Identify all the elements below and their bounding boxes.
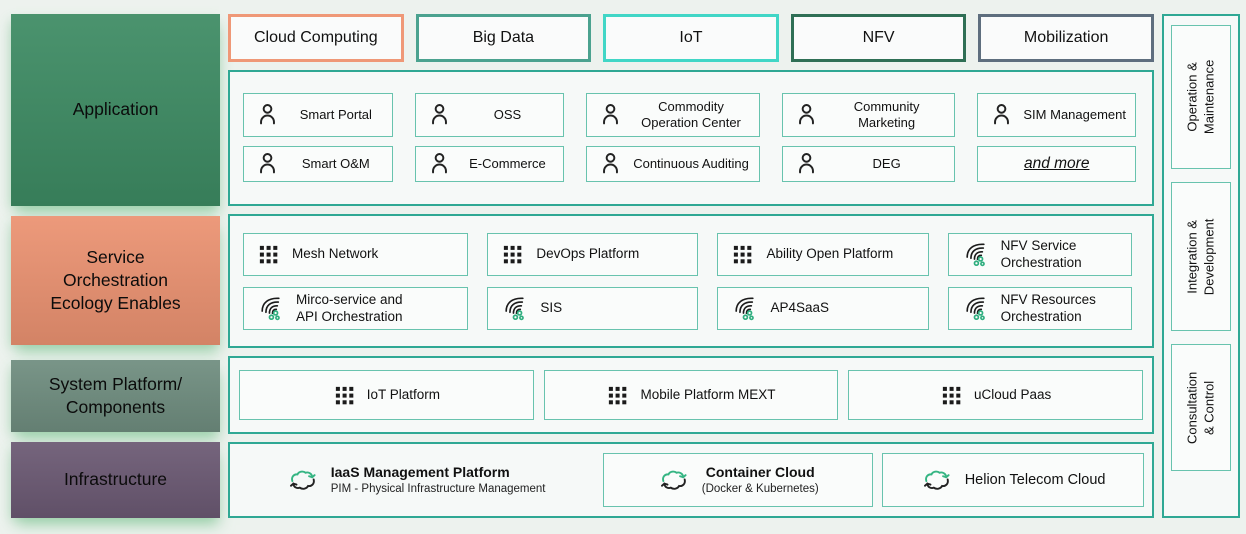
app-item-label: E-Commerce xyxy=(469,155,546,171)
platform-item-ucloud-paas: uCloud Paas xyxy=(848,370,1143,420)
service-orchestration-container: Mesh Network DevOps Platform Ability Ope… xyxy=(228,214,1154,348)
platform-item-label: Mobile Platform MEXT xyxy=(640,386,776,402)
person-icon xyxy=(427,102,452,127)
infra-item-container-cloud: Container Cloud (Docker & Kubernetes) xyxy=(603,453,874,507)
app-item-label: Continuous Auditing xyxy=(633,155,749,171)
app-item-commodity-operation-center: Commodity Operation Center xyxy=(586,93,760,137)
app-item-smart-portal: Smart Portal xyxy=(243,93,393,137)
person-icon xyxy=(794,151,819,176)
orch-item-label: Ability Open Platform xyxy=(766,246,894,262)
platform-item-label: uCloud Paas xyxy=(974,386,1052,402)
orch-item-devops-platform: DevOps Platform xyxy=(487,233,699,276)
sidebar-item-label: Integration & Development xyxy=(1184,218,1217,295)
infrastructure-container: IaaS Management Platform PIM - Physical … xyxy=(228,442,1154,518)
app-item-e-commerce: E-Commerce xyxy=(414,145,565,182)
grid-icon xyxy=(940,384,963,407)
orch-item-ability-open-platform: Ability Open Platform xyxy=(717,233,929,276)
orch-item-micro-service-api-orchestration: Mirco-service and API Orchestration xyxy=(243,287,469,330)
orch-item-mesh-network: Mesh Network xyxy=(243,233,469,276)
sidebar-item-operation-maintenance: Operation & Maintenance xyxy=(1171,25,1231,169)
orch-item-label: Mesh Network xyxy=(292,246,379,262)
infra-item-title: IaaS Management Platform xyxy=(330,464,510,481)
orch-item-ap4saas: AP4SaaS xyxy=(717,287,929,330)
orch-item-sis: SIS xyxy=(487,287,699,330)
app-item-sim-management: SIM Management xyxy=(977,93,1136,137)
tab-nfv: NFV xyxy=(790,14,967,62)
person-icon xyxy=(255,102,280,127)
platform-item-label: IoT Platform xyxy=(366,386,440,402)
system-platform-container: IoT Platform Mobile Platform MEXT uCloud… xyxy=(228,356,1154,434)
infra-item-iaas-management-platform: IaaS Management Platform PIM - Physical … xyxy=(238,453,594,507)
grid-icon xyxy=(731,243,754,266)
app-item-oss: OSS xyxy=(414,93,565,137)
platform-item-iot-platform: IoT Platform xyxy=(239,370,534,420)
layer-label-system-platform: System Platform/ Components xyxy=(11,360,220,432)
app-item-label: Smart O&M xyxy=(301,155,370,171)
stream-icon xyxy=(257,295,284,322)
cloud-sync-icon xyxy=(921,468,953,492)
app-item-label: OSS xyxy=(493,106,522,122)
app-item-label: DEG xyxy=(872,155,901,171)
tab-cloud-computing: Cloud Computing xyxy=(228,14,404,62)
layer-label-application: Application xyxy=(11,14,220,206)
grid-icon xyxy=(257,243,280,266)
sidebar-item-consultation-control: Consultation & Control xyxy=(1171,344,1231,471)
app-item-community-marketing: Community Marketing xyxy=(781,93,956,137)
domain-tabs: Cloud Computing Big Data IoT NFV Mobiliz… xyxy=(228,14,1154,62)
sidebar-item-label: Consultation & Control xyxy=(1184,371,1216,444)
infra-item-subtitle: (Docker & Kubernetes) xyxy=(701,482,819,495)
app-item-label: Community Marketing xyxy=(853,98,920,130)
stream-icon xyxy=(731,295,758,322)
and-more-label: and more xyxy=(1023,155,1090,173)
person-icon xyxy=(794,102,819,127)
application-items-container: Smart Portal OSS Commodity Operation Cen… xyxy=(228,70,1154,206)
orch-item-label: AP4SaaS xyxy=(770,300,830,316)
orch-item-label: NFV Resources Orchestration xyxy=(1000,291,1096,324)
infra-item-title: Container Cloud xyxy=(705,464,815,481)
orch-item-nfv-resources-orchestration: NFV Resources Orchestration xyxy=(947,287,1132,330)
layer-label-infrastructure: Infrastructure xyxy=(11,442,220,518)
orch-item-label: SIS xyxy=(540,300,563,316)
stream-icon xyxy=(962,295,989,322)
grid-icon xyxy=(333,384,356,407)
infra-item-title: Helion Telecom Cloud xyxy=(964,471,1106,488)
cloud-sync-icon xyxy=(287,468,319,492)
app-item-and-more: and more xyxy=(977,145,1136,182)
platform-item-mobile-platform-mext: Mobile Platform MEXT xyxy=(543,370,839,420)
tab-mobilization: Mobilization xyxy=(978,14,1154,62)
person-icon xyxy=(989,102,1014,127)
orch-item-label: Mirco-service and API Orchestration xyxy=(296,291,403,324)
app-item-continuous-auditing: Continuous Auditing xyxy=(586,145,760,182)
person-icon xyxy=(598,102,623,127)
person-icon xyxy=(427,151,452,176)
app-item-deg: DEG xyxy=(781,145,956,182)
person-icon xyxy=(255,151,280,176)
app-item-label: Commodity Operation Center xyxy=(641,98,741,130)
app-item-label: SIM Management xyxy=(1023,106,1126,122)
grid-icon xyxy=(606,384,629,407)
app-item-smart-om: Smart O&M xyxy=(243,145,393,182)
person-icon xyxy=(598,151,623,176)
lifecycle-sidebar: Operation & Maintenance Integration & De… xyxy=(1162,14,1240,518)
infra-item-helion-telecom-cloud: Helion Telecom Cloud xyxy=(882,453,1144,507)
sidebar-item-integration-development: Integration & Development xyxy=(1171,181,1231,332)
cloud-sync-icon xyxy=(658,468,690,492)
infra-item-subtitle: PIM - Physical Infrastructure Management xyxy=(330,482,546,495)
grid-icon xyxy=(501,243,524,266)
layer-label-service-orchestration: Service Orchestration Ecology Enables xyxy=(11,216,220,345)
app-item-label: Smart Portal xyxy=(299,106,372,122)
tab-big-data: Big Data xyxy=(415,14,592,62)
orch-item-label: NFV Service Orchestration xyxy=(1000,237,1082,270)
sidebar-item-label: Operation & Maintenance xyxy=(1184,59,1217,135)
orch-item-nfv-service-orchestration: NFV Service Orchestration xyxy=(947,233,1132,276)
stream-icon xyxy=(962,241,989,268)
tab-iot: IoT xyxy=(603,14,779,62)
stream-icon xyxy=(501,295,528,322)
orch-item-label: DevOps Platform xyxy=(536,246,640,262)
